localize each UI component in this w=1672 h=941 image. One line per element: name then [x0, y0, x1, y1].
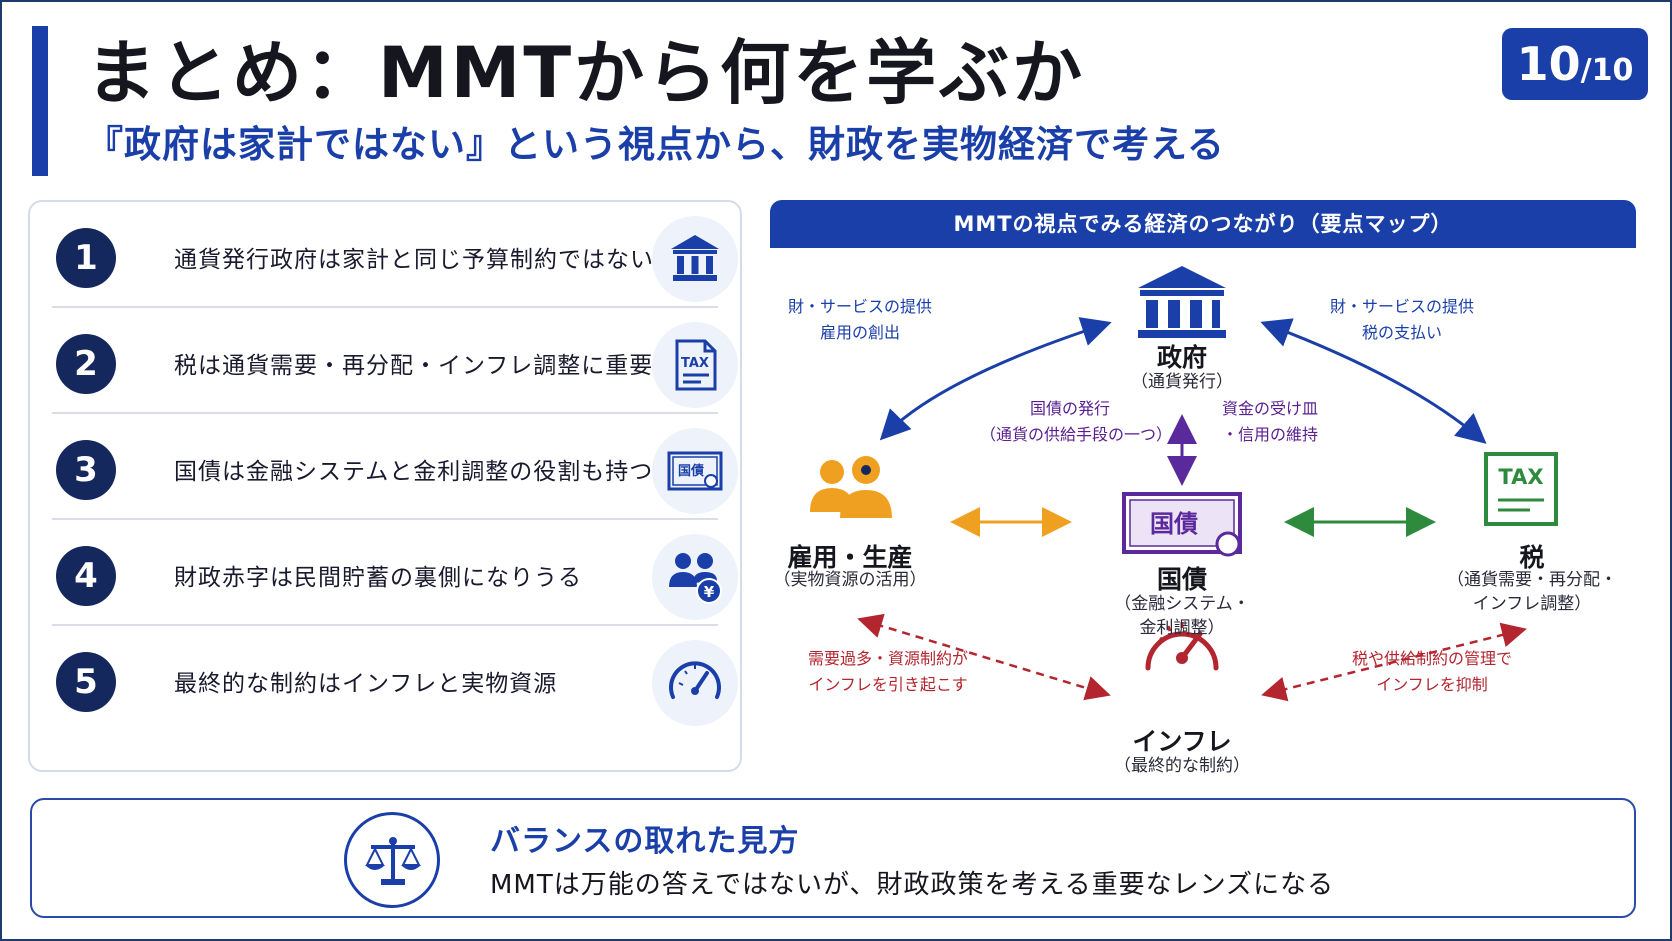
annotation-line: ・信用の維持: [1221, 425, 1318, 444]
bond-certificate-icon: 国債: [1122, 492, 1242, 557]
annotation-line: 需要過多・資源制約が: [807, 649, 968, 668]
bond-icon-circle: 国債: [652, 428, 738, 514]
key-points-panel: 1 通貨発行政府は家計と同じ予算制約ではない 2 税は通貨需要・再分配・インフレ…: [28, 200, 742, 772]
inflation-gauge-icon: [1145, 622, 1219, 671]
divider: [52, 412, 718, 414]
government-bank-icon: [1138, 266, 1226, 338]
point-number: 2: [56, 334, 116, 394]
annotation-line: 財・サービスの提供: [1329, 297, 1474, 316]
page-current: 10: [1516, 37, 1581, 91]
point-text: 国債は金融システムと金利調整の役割も持つ: [174, 459, 654, 485]
point-text: 通貨発行政府は家計と同じ予算制約ではない: [174, 247, 654, 273]
employment-people-icon: [810, 456, 892, 518]
annotation-line: 国債の発行: [1029, 399, 1110, 418]
key-point-4: 4 財政赤字は民間貯蓄の裏側になりうる ¥: [52, 520, 738, 633]
annotation-line: インフレを引き起こす: [808, 675, 968, 694]
page-subtitle: 『政府は家計ではない』という視点から、財政を実物経済で考える: [86, 123, 1225, 166]
key-point-2: 2 税は通貨需要・再分配・インフレ調整に重要 TAX: [52, 308, 738, 421]
annotation-line: 財・サービスの提供: [787, 297, 932, 316]
svg-text:TAX: TAX: [681, 356, 709, 371]
tax-sub: （通貨需要・再分配・ インフレ調整）: [1442, 568, 1622, 616]
key-point-1: 1 通貨発行政府は家計と同じ予算制約ではない: [52, 202, 738, 315]
point-number: 1: [56, 228, 116, 288]
arrow-tax-inflation: [1261, 622, 1527, 702]
people-yen-icon: ¥: [669, 553, 722, 604]
bonds-sub: （金融システム・ 金利調整）: [1102, 592, 1262, 640]
tax-icon-circle: TAX: [652, 322, 738, 408]
tax-sub-line: インフレ調整）: [1472, 594, 1592, 614]
annotation-line: （通貨の供給手段の一つ）: [980, 425, 1173, 444]
tax-icon-text: TAX: [1498, 465, 1543, 489]
bond-certificate-text: 国債: [1150, 510, 1198, 538]
annotation-bond-receive: 資金の受け皿 ・信用の維持: [1200, 396, 1340, 448]
key-point-5: 5 最終的な制約はインフレと実物資源: [52, 626, 738, 739]
bonds-sub-line: （金融システム・: [1114, 594, 1250, 614]
tax-label: 税: [1519, 543, 1545, 572]
balance-scale-badge: [344, 812, 440, 908]
employment-sub: （実物資源の活用）: [773, 570, 927, 590]
annotation-line: 税や供給制約の管理で: [1351, 649, 1512, 668]
annotation-bond-issue: 国債の発行 （通貨の供給手段の一つ）: [980, 396, 1173, 448]
bank-icon-circle: [652, 216, 738, 302]
tax-sub-line: （通貨需要・再分配・: [1447, 570, 1617, 590]
bond-certificate-icon: 国債: [667, 451, 723, 491]
gauge-icon: [669, 661, 721, 699]
point-number: 3: [56, 440, 116, 500]
page-total: /10: [1580, 53, 1634, 88]
gauge-icon-circle: [652, 640, 738, 726]
divider: [52, 518, 718, 520]
arrow-gov-employment: [879, 317, 1112, 441]
bonds-sub-line: 金利調整）: [1139, 618, 1225, 638]
annotation-line: インフレを抑制: [1376, 675, 1488, 694]
balance-scale-icon: [365, 837, 421, 885]
arrow-employment-inflation: [857, 613, 1111, 701]
map-arrows: 国債 TAX: [810, 266, 1558, 702]
point-text: 財政赤字は民間貯蓄の裏側になりうる: [174, 565, 582, 591]
government-label: 政府: [1156, 343, 1207, 372]
svg-text:¥: ¥: [704, 583, 715, 601]
point-number: 5: [56, 652, 116, 712]
government-sub: （通貨発行）: [1131, 372, 1233, 392]
divider: [52, 624, 718, 626]
page-title: まとめ：MMTから何を学ぶか: [86, 32, 1086, 114]
summary-text: MMTは万能の答えではないが、財政政策を考える重要なレンズになる: [490, 870, 1335, 900]
point-text: 最終的な制約はインフレと実物資源: [174, 671, 558, 697]
point-text: 税は通貨需要・再分配・インフレ調整に重要: [174, 353, 654, 379]
key-point-3: 3 国債は金融システムと金利調整の役割も持つ 国債: [52, 414, 738, 527]
page-number-badge: 10/10: [1502, 28, 1648, 100]
inflation-sub: （最終的な制約）: [1114, 756, 1250, 776]
tax-document-icon: TAX: [1484, 452, 1558, 526]
annotation-gov-employment: 財・サービスの提供 雇用の創出: [780, 294, 940, 346]
economic-connections-map: 国債 TAX 財・サービスの提供 雇用の創出 財・サービスの提供 税の支払い 政…: [770, 248, 1636, 788]
bonds-label: 国債: [1156, 565, 1207, 594]
people-icon-circle: ¥: [652, 534, 738, 620]
inflation-label: インフレ: [1132, 727, 1232, 756]
annotation-gov-tax: 財・サービスの提供 税の支払い: [1322, 294, 1482, 346]
employment-label: 雇用・生産: [787, 543, 913, 572]
arrow-gov-tax: [1260, 318, 1487, 444]
annotation-employment-inflation: 需要過多・資源制約が インフレを引き起こす: [788, 646, 988, 698]
annotation-line: 資金の受け皿: [1221, 399, 1318, 418]
annotation-tax-inflation: 税や供給制約の管理で インフレを抑制: [1332, 646, 1532, 698]
annotation-line: 雇用の創出: [819, 323, 900, 342]
annotation-line: 税の支払い: [1361, 323, 1442, 342]
summary-title: バランスの取れた見方: [490, 824, 800, 859]
map-header: MMTの視点でみる経済のつながり（要点マップ）: [770, 200, 1636, 248]
title-accent-bar: [32, 26, 48, 176]
point-number: 4: [56, 546, 116, 606]
svg-text:国債: 国債: [678, 463, 704, 479]
tax-document-icon: TAX: [675, 339, 717, 391]
bank-icon: [671, 235, 719, 281]
divider: [52, 306, 718, 308]
summary-panel: バランスの取れた見方 MMTは万能の答えではないが、財政政策を考える重要なレンズ…: [30, 798, 1636, 918]
